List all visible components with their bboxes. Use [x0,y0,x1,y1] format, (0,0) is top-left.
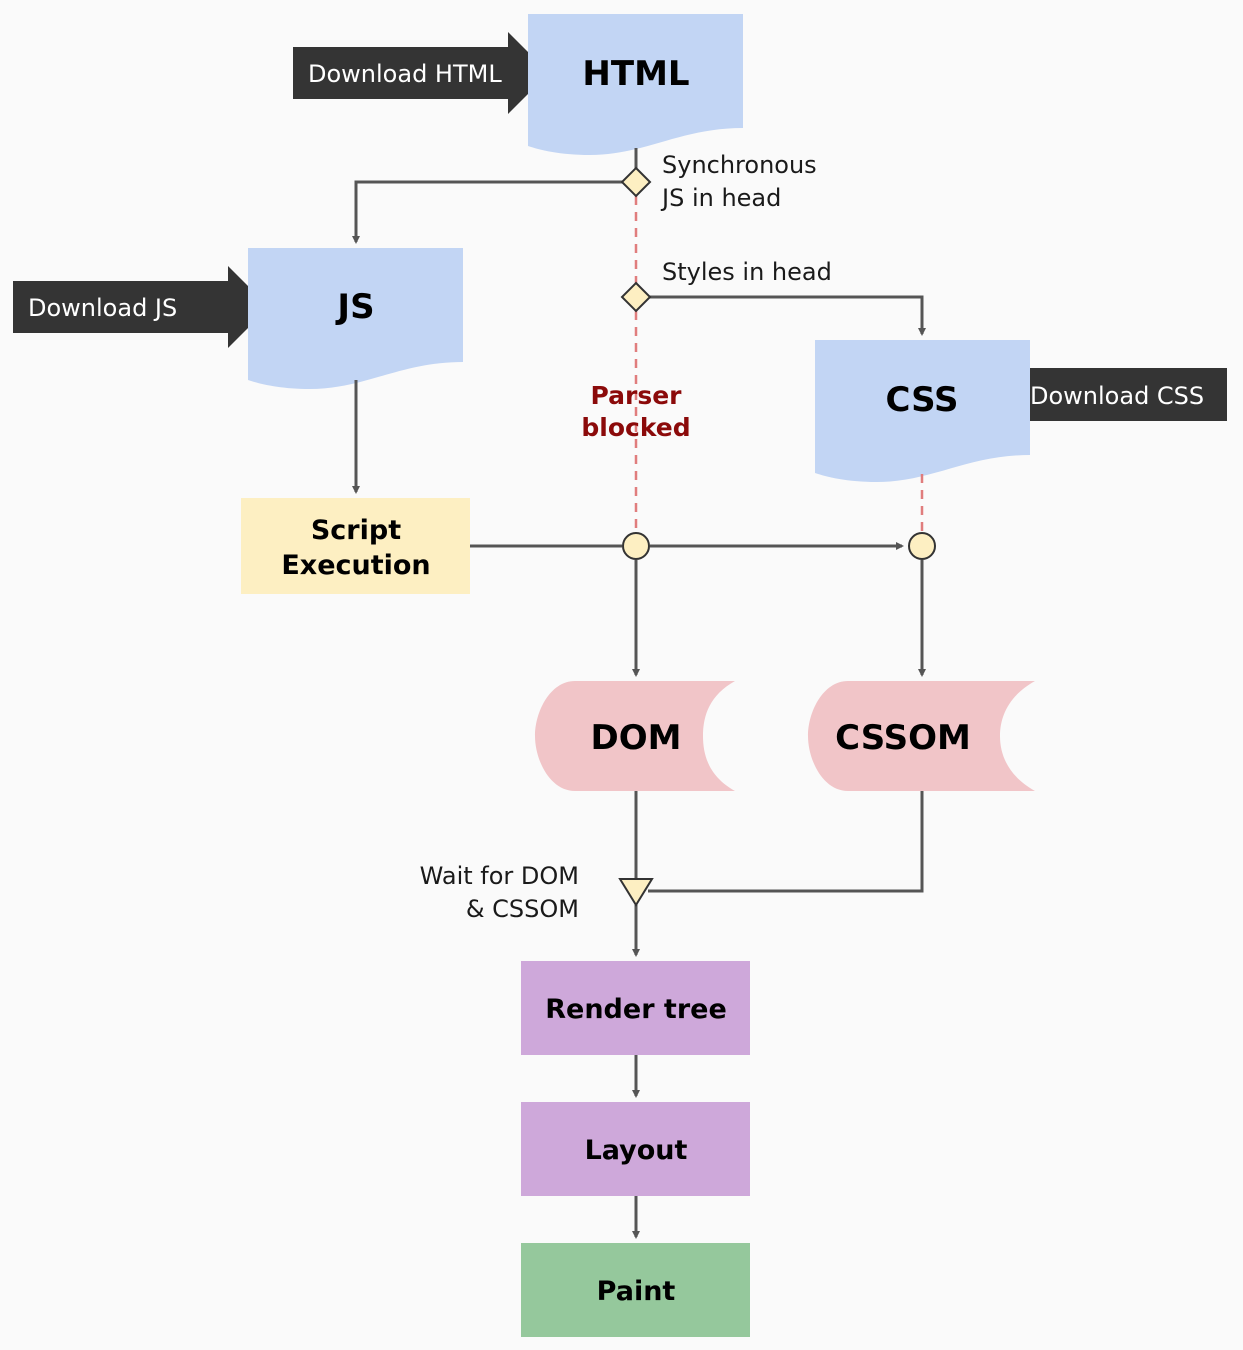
render-tree-label: Render tree [545,994,727,1025]
dom-node-label: DOM [591,718,682,758]
layout-label: Layout [585,1135,688,1166]
download-js-arrow: Download JS [13,266,269,348]
parser-blocked-label-line2: blocked [581,413,690,442]
sync-js-label-line2: JS in head [660,184,781,212]
edge-sync-decision-to-js [352,180,622,244]
download-css-label: Download CSS [1030,382,1204,410]
styles-decision-diamond [620,281,652,313]
wait-label-line2: & CSSOM [466,895,579,923]
script-execution-node: Script Execution [241,498,470,594]
download-css-arrow: Download CSS [989,354,1227,436]
parser-blocked-label-line1: Parser [590,381,682,410]
script-execution-label-line2: Execution [281,550,430,581]
styles-in-head-label: Styles in head [662,258,832,286]
download-html-label: Download HTML [308,60,502,88]
sync-js-decision-diamond [620,166,652,198]
css-node-label: CSS [885,380,958,420]
wait-merge-triangle [618,878,654,907]
js-node-label: JS [335,287,374,327]
render-tree-node: Render tree [521,961,750,1055]
download-js-label: Download JS [28,294,177,322]
css-document-node: CSS [815,340,1030,482]
cssom-node-label: CSSOM [835,718,971,758]
css-junction-circle [908,532,936,560]
edge-cssom-to-wait [648,791,924,893]
paint-label: Paint [597,1276,676,1307]
html-document-node: HTML [528,14,743,155]
edge-styles-decision-to-css [650,295,926,336]
parser-junction-circle [622,532,650,560]
paint-node: Paint [521,1243,750,1337]
cssom-node: CSSOM [808,681,1035,791]
script-execution-label-line1: Script [311,515,401,546]
js-document-node: JS [248,248,463,389]
dom-node: DOM [535,681,735,791]
layout-node: Layout [521,1102,750,1196]
wait-label-line1: Wait for DOM [420,862,579,890]
download-html-arrow: Download HTML [293,32,549,114]
sync-js-label-line1: Synchronous [662,151,817,179]
html-node-label: HTML [582,54,689,94]
